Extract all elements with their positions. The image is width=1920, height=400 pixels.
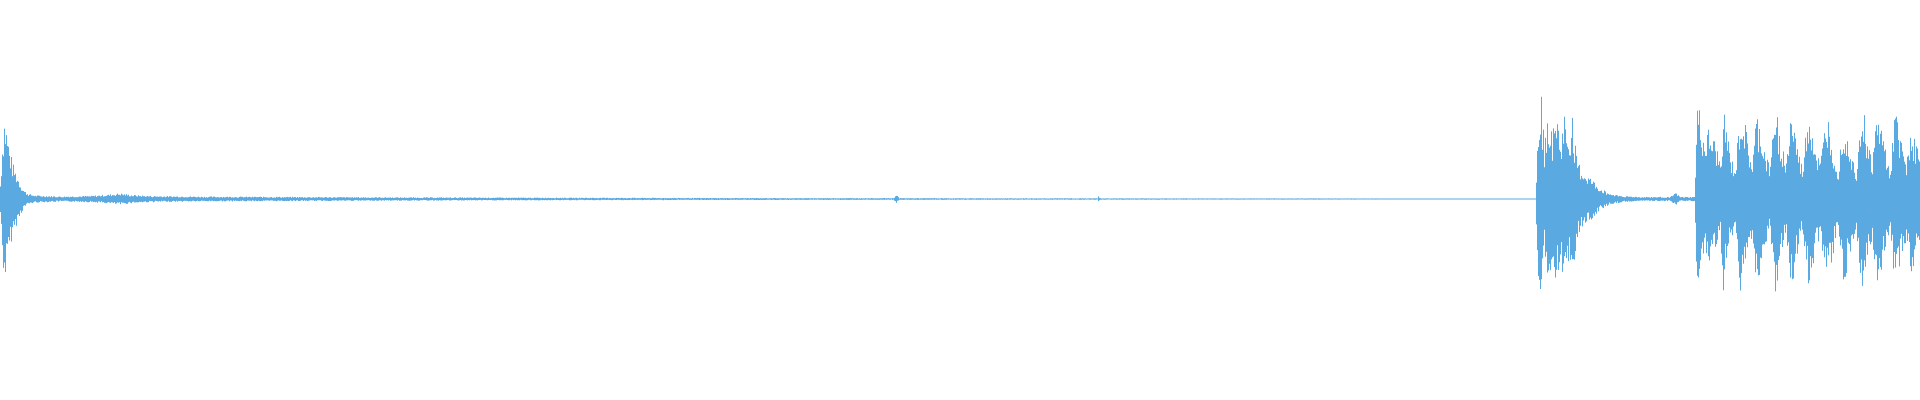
waveform-samples (0, 96, 1920, 292)
waveform-trace (0, 96, 1920, 292)
